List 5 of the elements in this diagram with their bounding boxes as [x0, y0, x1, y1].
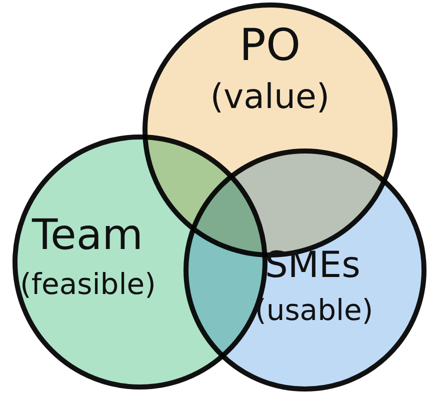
group-name: PO	[239, 24, 301, 68]
group-name: Team	[32, 214, 144, 256]
group-role: (feasible)	[20, 270, 156, 299]
group-role: (usable)	[255, 296, 374, 325]
group-role: (value)	[210, 80, 330, 114]
